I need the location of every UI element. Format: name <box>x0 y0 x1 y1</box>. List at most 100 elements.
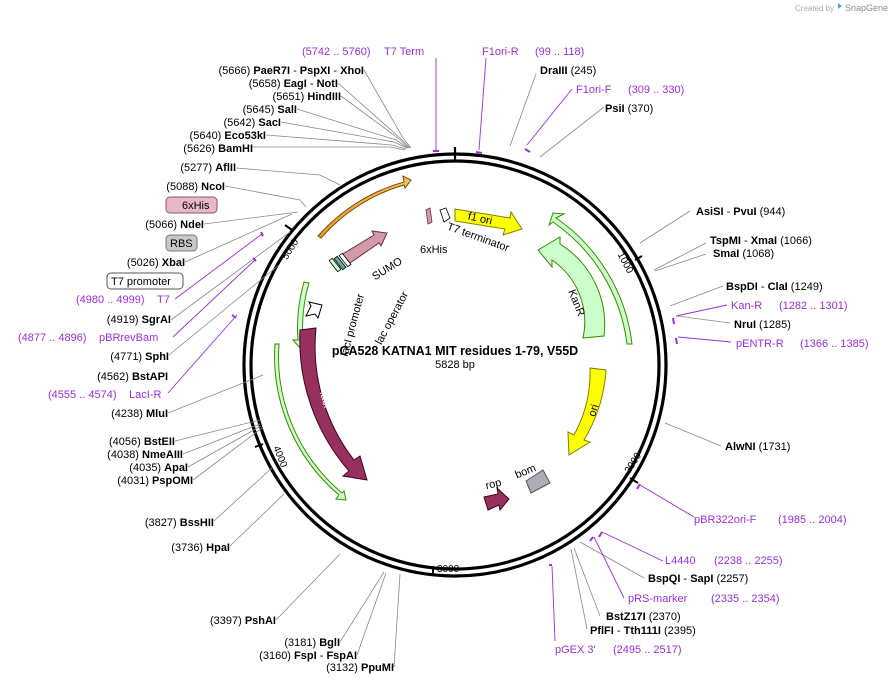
primer-labels: (5742 .. 5760) T7 Term F1ori-R (99 .. 11… <box>18 46 869 656</box>
site-label-draiii: DraIII (245) <box>540 65 596 77</box>
boxed-labels: 6xHis RBS T7 promoter <box>106 196 218 290</box>
f1-ori-feature <box>454 208 523 236</box>
his-box <box>165 196 218 214</box>
site-label-bamhi: (5626) BamHI <box>183 143 253 155</box>
sumo-feature <box>340 230 388 264</box>
t7-terminator-mark <box>439 207 451 223</box>
snapgene-logo-icon <box>838 3 842 9</box>
laci-promoter-arrow <box>305 301 323 320</box>
tick-4000 <box>254 443 264 448</box>
primer-f1orir-name: F1ori-R <box>482 46 519 58</box>
primer-pbr322orif-range: (1985 .. 2004) <box>778 514 847 526</box>
site-label-sphi: (4771) SphI <box>110 351 169 363</box>
site-label-fspi: (3160) FspI - FspAI <box>259 650 357 662</box>
tick-5000 <box>284 224 293 231</box>
primer-t7term-name: T7 Term <box>384 46 424 58</box>
t7-promoter-box-label: T7 promoter <box>111 276 171 288</box>
primer-f1orif-name: F1ori-F <box>576 84 612 96</box>
his-inner-label: 6xHis <box>420 244 448 256</box>
sumo-label: SUMO <box>370 255 405 283</box>
laci-label: lacI <box>317 390 333 410</box>
lac-operator-mark <box>328 257 342 273</box>
site-label-xbai: (5026) XbaI <box>127 257 185 269</box>
site-label-bstz17i: BstZ17I (2370) <box>606 611 681 623</box>
site-label-apai: (4035) ApaI <box>129 462 188 474</box>
primer-lacir-name: LacI-R <box>129 389 161 401</box>
primer-lacir-range: (4555 .. 4574) <box>48 389 117 401</box>
primer-pbrrevbam-range: (4877 .. 4896) <box>18 332 87 344</box>
site-label-tspmi: TspMI - XmaI (1066) <box>710 235 812 247</box>
site-label-bgli: (3181) BglI <box>284 637 340 649</box>
tick-label-3000: 3000 <box>437 564 460 575</box>
primer-l4440-range: (2238 .. 2255) <box>714 555 783 567</box>
right-leader-lines <box>509 73 731 630</box>
primer-leader-lines <box>167 57 732 642</box>
site-label-paer7i: (5666) PaeR7I - PspXI - XhoI <box>218 65 364 77</box>
ori-feature <box>567 367 607 456</box>
site-label-bspdi: BspDI - ClaI (1249) <box>726 281 823 293</box>
primer-t7-name: T7 <box>157 294 170 306</box>
site-label-alwni: AlwNI (1731) <box>725 441 790 453</box>
ori-region-arc <box>317 175 412 239</box>
site-label-bspqi: BspQI - SapI (2257) <box>648 573 748 585</box>
site-label-eagi: (5658) EagI - NotI <box>249 78 338 90</box>
site-label-bstapi: (4562) BstAPI <box>97 371 168 383</box>
primer-pentrr-name: pENTR-R <box>736 338 784 350</box>
primer-prsmarker-name: pRS-marker <box>628 593 688 605</box>
kanr-feature <box>537 236 606 339</box>
plasmid-length: 5828 bp <box>435 359 475 371</box>
ori-label: ori <box>586 403 601 418</box>
site-label-bsteii: (4056) BstEII <box>109 436 175 448</box>
site-label-ppumi: (3132) PpuMI <box>326 662 394 674</box>
primer-t7-range: (4980 .. 4999) <box>76 294 145 306</box>
rbs-box-label: RBS <box>170 238 193 250</box>
site-label-sgrai: (4919) SgrAI <box>107 314 171 326</box>
primer-pbrrevbam-name: pBRrevBam <box>99 332 158 344</box>
primer-pgex3-range: (2495 .. 2517) <box>613 644 682 656</box>
site-label-hindiii: (5651) HindIII <box>273 91 341 103</box>
site-label-ndei: (5066) NdeI <box>145 219 204 231</box>
site-label-aflii: (5277) AflII <box>180 162 236 174</box>
his-box-label: 6xHis <box>182 200 210 212</box>
backbone-inner-strand <box>249 159 661 571</box>
primer-markers <box>231 148 678 566</box>
primer-kanr-name: Kan-R <box>731 300 762 312</box>
primer-pentrr-range: (1366 .. 1385) <box>800 338 869 350</box>
t7-promoter-mark <box>338 252 352 268</box>
lac-operator-label: lac operator <box>373 289 411 346</box>
site-label-psii: PsiI (370) <box>605 103 653 115</box>
site-label-nmeaiii: (4038) NmeAIII <box>107 449 183 461</box>
primer-pbr322orif-name: pBR322ori-F <box>694 514 757 526</box>
rop-label: rop <box>484 477 502 492</box>
site-label-asisi: AsiSI - PvuI (944) <box>696 206 785 218</box>
t7-promoter-box <box>106 272 184 290</box>
site-label-bsshii: (3827) BssHII <box>145 517 214 529</box>
plasmid-name: pCA528 KATNA1 MIT residues 1-79, V55D <box>332 344 578 358</box>
primer-f1orir-range: (99 .. 118) <box>535 46 584 58</box>
left-site-labels: (5666) PaeR7I - PspXI - XhoI(5658) EagI … <box>97 65 394 674</box>
primer-t7term-range: (5742 .. 5760) <box>302 46 371 58</box>
site-label-hpai: (3736) HpaI <box>171 542 230 554</box>
his-inner-mark <box>425 207 433 225</box>
laci-feature <box>299 327 368 481</box>
site-label-eco53ki: (5640) Eco53kI <box>190 130 266 142</box>
site-label-nrui: NruI (1285) <box>734 319 791 331</box>
created-by-credit: Created by <box>795 4 834 13</box>
primer-prsmarker-range: (2335 .. 2354) <box>711 593 780 605</box>
site-label-ncoi: (5088) NcoI <box>166 181 225 193</box>
rop-feature <box>483 486 510 512</box>
f1-ori-label: f1 ori <box>467 211 493 228</box>
rbs-box <box>165 234 198 252</box>
site-label-smai: SmaI (1068) <box>713 248 774 260</box>
tick-2000 <box>629 477 639 484</box>
lac-arc-long <box>274 343 347 501</box>
kanr-outer-arc <box>548 212 633 345</box>
site-label-sali: (5645) SalI <box>243 104 297 116</box>
site-label-mlui: (4238) MluI <box>111 408 168 420</box>
rbs-mark <box>333 255 347 271</box>
bom-feature <box>525 469 551 494</box>
site-label-pflfi: PflFI - Tth111I (2395) <box>590 625 696 637</box>
primer-pgex3-name: pGEX 3' <box>555 644 596 656</box>
right-site-labels: DraIII (245) PsiI (370) AsiSI - PvuI (944)… <box>540 65 823 637</box>
